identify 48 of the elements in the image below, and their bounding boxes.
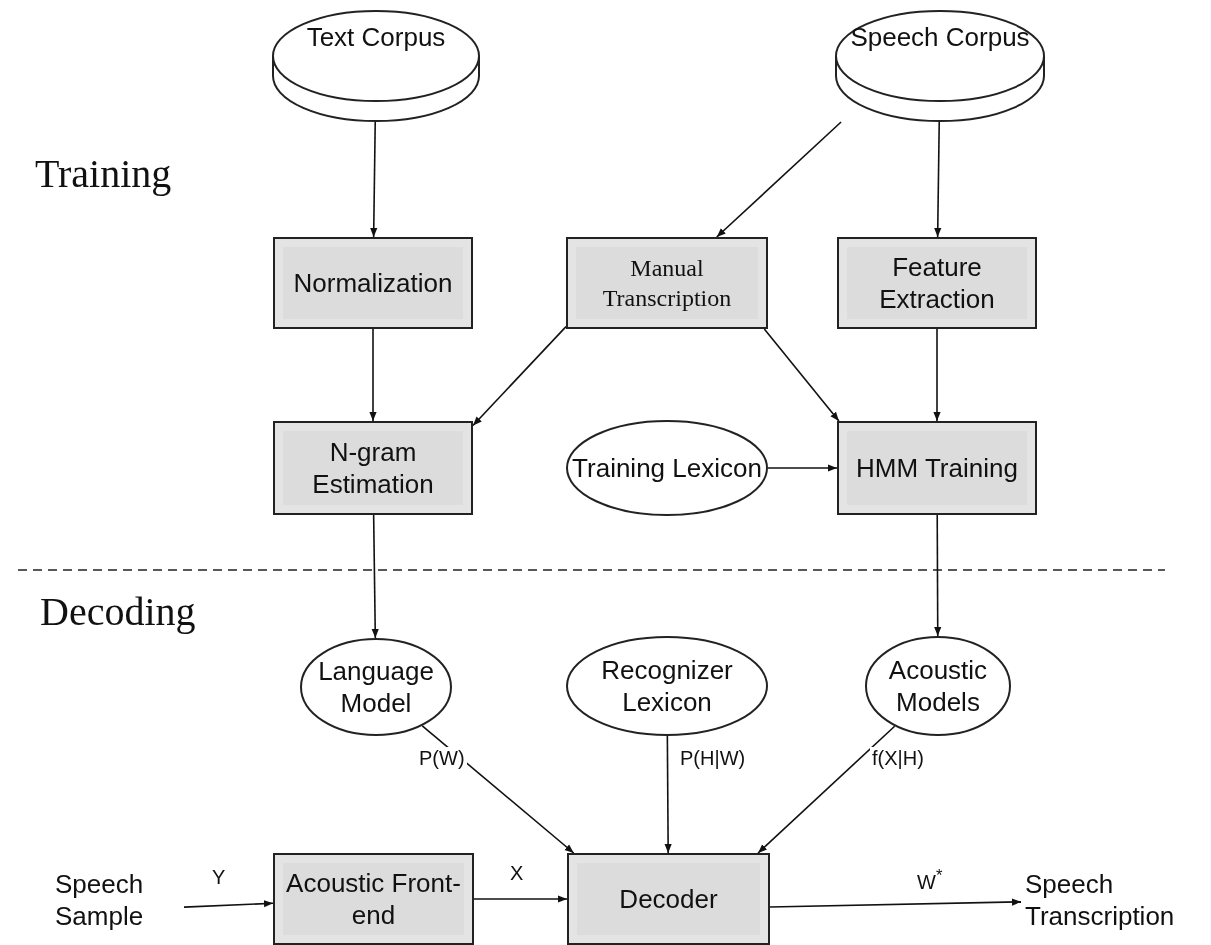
data-ellipse <box>566 636 768 736</box>
arrow <box>369 328 377 422</box>
node-label: HMM Training <box>856 451 1018 485</box>
process-box <box>273 421 473 515</box>
node-label: Acoustic Front-end <box>285 866 462 932</box>
arrow <box>757 725 896 854</box>
node-label: Feature Extraction <box>878 250 996 316</box>
arrow <box>763 328 840 422</box>
database-disk <box>835 10 1045 122</box>
process-box <box>273 853 474 945</box>
process-box <box>273 237 473 329</box>
process-box <box>837 237 1037 329</box>
arrow <box>767 464 838 472</box>
node-label: Decoder <box>619 882 718 916</box>
data-ellipse <box>865 636 1011 736</box>
node-label: Normalization <box>293 266 453 300</box>
process-box <box>837 421 1037 515</box>
database-disk <box>272 10 480 122</box>
node-label: Recognizer Lexicon <box>600 653 734 719</box>
arrow <box>769 898 1022 908</box>
section-heading: Decoding <box>40 588 196 635</box>
edge-label: f(X|H) <box>870 747 926 770</box>
node-label: N-gram Estimation <box>311 435 435 501</box>
edge-label: P(W) <box>417 747 467 770</box>
process-box <box>567 853 770 945</box>
data-ellipse <box>300 638 452 736</box>
text-label: Speech Transcription <box>1025 862 1200 938</box>
arrow <box>472 325 567 427</box>
node-label: Speech Corpus <box>850 21 1030 54</box>
arrow <box>183 900 274 908</box>
arrow <box>934 514 942 637</box>
arrow <box>934 121 942 238</box>
process-box <box>566 237 768 329</box>
section-heading: Training <box>35 150 172 197</box>
node-label: Language Model <box>317 654 435 720</box>
arrow <box>715 121 842 238</box>
arrow <box>473 895 568 903</box>
arrow <box>370 121 378 238</box>
node-label: Acoustic Models <box>887 653 989 719</box>
node-label: Manual Transcription <box>601 254 733 313</box>
data-ellipse <box>566 420 768 516</box>
node-label: Training Lexicon <box>572 451 762 485</box>
arrow <box>933 328 941 422</box>
arrow <box>371 514 379 639</box>
arrow <box>664 735 672 854</box>
node-label: Text Corpus <box>306 21 446 54</box>
arrow <box>421 725 575 854</box>
text-label: Speech Sample <box>55 862 180 938</box>
